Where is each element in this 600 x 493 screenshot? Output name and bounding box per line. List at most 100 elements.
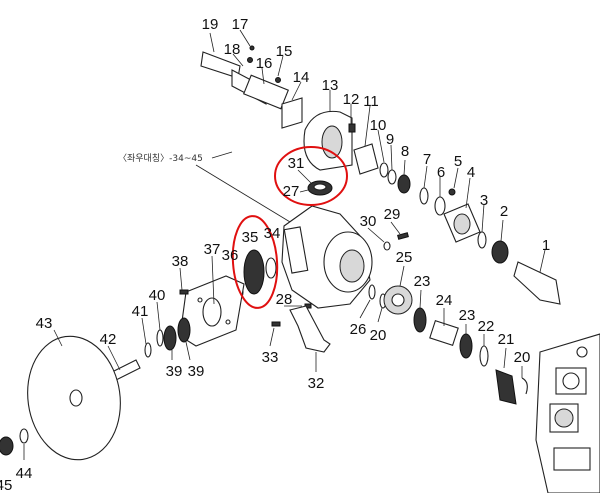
label-43: 43 [36,315,53,332]
left-plate-group [0,255,245,461]
label-35: 35 [242,229,259,246]
symmetric-note: 〈좌우대칭〉-34~45 [118,153,203,164]
label-17: 17 [232,16,249,33]
transmission-case [535,333,600,493]
part-14-flange [281,97,303,129]
label-2: 2 [500,203,508,220]
part-32-bracket [289,305,331,353]
note-leader [195,164,301,229]
part-number-labels: 1 2 3 4 5 6 7 8 9 10 11 12 13 14 15 16 1… [0,16,550,493]
part-20-snap-ring [521,377,528,395]
part-43-disc-hub [69,389,83,407]
part-24-shaft [429,320,459,346]
label-31: 31 [288,155,305,172]
note-leader-top [211,151,233,159]
label-37: 37 [204,241,221,258]
part-5-bolt [448,188,456,196]
plate-hole-2 [225,319,231,325]
part-21-bevel-gear [495,369,517,405]
part-44-washer [19,428,29,444]
label-15: 15 [276,43,293,60]
part-25-hub [391,293,405,307]
part-22-washer [479,345,489,367]
part-1-bevel-pinion [513,261,561,305]
input-shaft-group [419,165,561,305]
part-2-bearing [491,240,509,264]
label-6: 6 [437,164,445,181]
part-16-splined-shaft [242,74,290,110]
part-23-bearing [413,307,427,333]
label-39-left: 39 [166,363,183,380]
label-29: 29 [384,206,401,223]
part-3-ring [477,231,487,249]
part-6-ring [434,196,446,216]
label-10: 10 [370,117,387,134]
label-12: 12 [343,91,360,108]
label-5: 5 [454,153,462,170]
label-45: 45 [0,477,12,493]
main-housing-bore [339,249,365,283]
part-45-nut [0,436,14,456]
label-36: 36 [222,247,239,264]
part-35-bevel-gear [243,249,265,295]
part-34-bearing [265,257,277,279]
label-9: 9 [386,131,394,148]
label-39-right: 39 [188,363,205,380]
case-boss-3 [576,346,588,358]
case-boss-1 [555,367,587,395]
case-bore-2 [554,408,574,428]
label-14: 14 [293,69,310,86]
label-32: 32 [308,375,325,392]
label-34: 34 [264,225,281,242]
case-boss-4 [553,447,591,471]
label-16: 16 [256,55,273,72]
housing-side-cover [283,226,309,274]
label-20-right: 20 [514,349,531,366]
label-22: 22 [478,318,495,335]
part-27-shim [313,183,327,191]
plate-hole-1 [197,297,203,303]
label-41: 41 [132,303,149,320]
part-39-bearing-b [163,325,177,351]
highlight-circle-31-27 [274,146,348,206]
part-33-bolt [271,321,281,327]
label-18: 18 [224,41,241,58]
part-23-bearing-2 [459,333,473,359]
label-13: 13 [322,77,339,94]
part-29-bolt [397,232,409,240]
label-1: 1 [542,237,550,254]
upper-shaft-group [200,29,303,129]
label-19: 19 [202,16,219,33]
label-25: 25 [396,249,413,266]
part-26-ring [368,284,376,300]
part-9-washer [387,169,397,185]
part-8-bearing [397,174,411,194]
part-4-bore [453,213,471,235]
part-39-bearing-a [177,317,191,343]
part-37-plate-bore [202,297,222,327]
part-17-bolt [249,45,255,51]
label-28: 28 [276,291,293,308]
output-group [359,265,528,405]
part-12-key [348,123,356,133]
label-23-bottom: 23 [459,307,476,324]
label-26: 26 [350,321,367,338]
part-41-washer [144,342,152,358]
part-7-seal [419,187,429,205]
label-44: 44 [16,465,33,482]
label-33: 33 [262,349,279,366]
part-10-ring [379,162,389,178]
label-3: 3 [480,192,488,209]
part-30-washer [383,241,391,251]
label-20-left: 20 [370,327,387,344]
part-18-pin [247,57,253,63]
label-24: 24 [436,292,453,309]
label-4: 4 [467,164,475,181]
label-30: 30 [360,213,377,230]
part-15-bolt [275,77,281,83]
label-23-top: 23 [414,273,431,290]
label-21: 21 [498,331,515,348]
label-7: 7 [423,151,431,168]
